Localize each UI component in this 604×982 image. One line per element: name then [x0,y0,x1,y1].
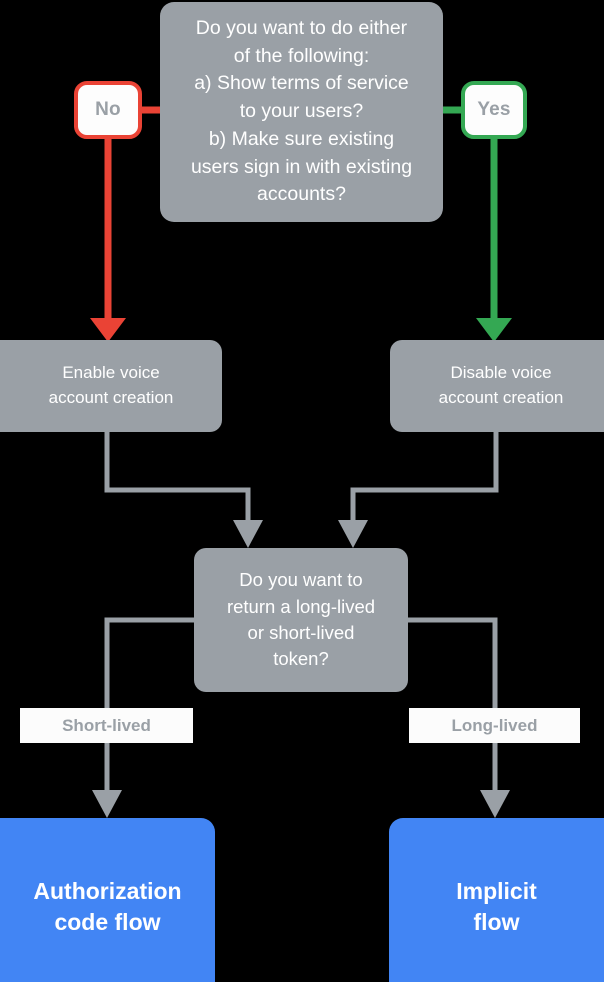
branch-badge-yes-label: Yes [477,99,511,120]
decision-node-token-label: Do you want to return a long-lived or sh… [226,569,376,670]
edge-yes-to-disable-arrowhead [476,318,512,342]
action-node-enable-voice-account-creation[interactable]: Enable voice account creation [0,340,222,432]
decision-node-terms-label: Do you want to do either of the followin… [190,17,413,206]
enable-voice-label: Enable voice account creation [48,363,174,407]
terminal-node-authorization-code-flow[interactable]: Authorization code flow [0,818,215,982]
branch-badge-no[interactable]: No [74,81,142,139]
edge-enable-to-decision-arrowhead [233,520,263,548]
decision-node-token-lifetime[interactable]: Do you want to return a long-lived or sh… [194,548,408,692]
disable-voice-label: Disable voice account creation [438,363,564,407]
edge-label-short-lived-text: Short-lived [62,715,151,735]
action-node-disable-voice-account-creation[interactable]: Disable voice account creation [390,340,604,432]
edge-no-to-enable-arrowhead [90,318,126,342]
decision-node-terms-or-existing-users[interactable]: Do you want to do either of the followin… [160,2,443,222]
edge-label-long-lived-text: Long-lived [451,715,538,735]
edge-label-long-lived: Long-lived [409,708,580,743]
edge-label-short-lived: Short-lived [20,708,193,743]
authorization-code-flow-label: Authorization code flow [33,877,182,935]
edge-decision-to-implicit-line [408,617,498,792]
edge-decision-to-auth-line [104,617,194,792]
edge-decision-to-auth-arrowhead [92,790,122,818]
edge-enable-to-decision-line [104,432,251,522]
branch-badge-no-label: No [95,99,121,120]
implicit-flow-label: Implicit flow [456,877,537,935]
edge-disable-to-decision-line [350,432,499,522]
branch-badge-yes[interactable]: Yes [461,81,527,139]
terminal-node-implicit-flow[interactable]: Implicit flow [389,818,604,982]
edge-disable-to-decision-arrowhead [338,520,368,548]
edge-decision-to-implicit-arrowhead [480,790,510,818]
